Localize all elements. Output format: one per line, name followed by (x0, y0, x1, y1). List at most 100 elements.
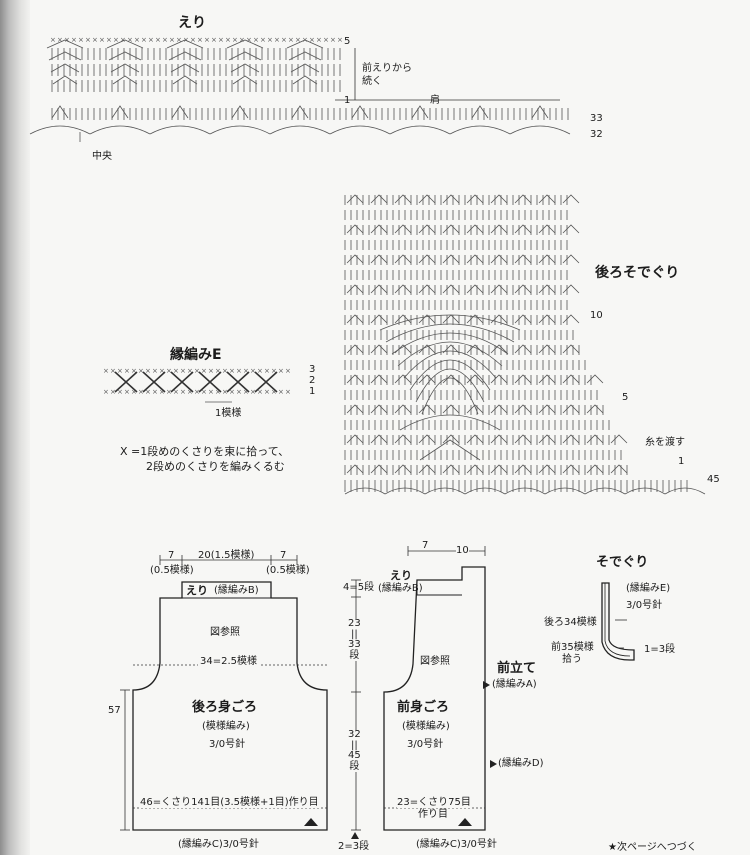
collar-center-label: 中央 (92, 151, 112, 162)
svg-text:×: × (103, 367, 109, 375)
front-band-title: 前立て (497, 661, 537, 676)
svg-text:×: × (131, 388, 137, 396)
svg-text:×: × (288, 36, 294, 44)
svg-text:×: × (232, 36, 238, 44)
front-dim-2-3: 2=3段 (338, 841, 370, 852)
svg-text:×: × (246, 36, 252, 44)
svg-text:×: × (159, 367, 165, 375)
svg-text:×: × (271, 367, 277, 375)
svg-text:×: × (239, 36, 245, 44)
svg-text:×: × (85, 36, 91, 44)
front-collar-band (416, 580, 462, 596)
svg-text:×: × (127, 36, 133, 44)
svg-text:×: × (148, 36, 154, 44)
svg-text:×: × (194, 388, 200, 396)
edging-e-pattern-label: 1模様 (215, 408, 242, 419)
back-width-34: 34=2.5模様 (198, 656, 260, 667)
svg-text:×: × (64, 36, 70, 44)
front-dim-4-5: 4=5段 (343, 582, 375, 593)
svg-text:×: × (78, 36, 84, 44)
svg-text:×: × (173, 367, 179, 375)
svg-text:×: × (309, 36, 315, 44)
edging-e-note-line2: 2段めのくさりを編みくるむ (146, 460, 285, 473)
svg-text:×: × (131, 367, 137, 375)
front-body-pattern: (模様編み) (402, 721, 450, 732)
back-dim-7-left: 7 (168, 550, 175, 561)
sleeve-edge-front-pick-1: 前35模様 (551, 642, 594, 653)
svg-text:×: × (281, 36, 287, 44)
collar-row-5-label: 5 (344, 36, 351, 47)
svg-text:×: × (103, 388, 109, 396)
svg-text:×: × (337, 36, 343, 44)
svg-text:×: × (162, 36, 168, 44)
svg-text:×: × (166, 388, 172, 396)
svg-text:×: × (173, 388, 179, 396)
edging-e-note-line1: X =1段めのくさりを束に拾って、 (120, 445, 290, 458)
svg-text:×: × (285, 388, 291, 396)
svg-text:×: × (257, 367, 263, 375)
svg-text:×: × (190, 36, 196, 44)
sleeve-row-5-label: 5 (622, 392, 629, 403)
edging-e-title: 縁編みE (170, 347, 222, 363)
svg-text:×: × (201, 367, 207, 375)
svg-text:×: × (208, 367, 214, 375)
back-collar-edging: (縁編みB) (214, 585, 259, 596)
front-dim-10: 10 (456, 545, 469, 556)
svg-text:×: × (250, 388, 256, 396)
svg-text:×: × (236, 388, 242, 396)
svg-text:×: × (197, 36, 203, 44)
next-page-note: ★次ページへつづく (608, 842, 697, 853)
svg-text:×: × (57, 36, 63, 44)
svg-text:×: × (295, 36, 301, 44)
back-dim-20: 20(1.5模様) (198, 550, 255, 561)
svg-text:×: × (92, 36, 98, 44)
svg-text:×: × (180, 367, 186, 375)
svg-text:×: × (201, 388, 207, 396)
front-body-needle: 3/0号針 (407, 739, 444, 750)
svg-text:×: × (253, 36, 259, 44)
svg-text:×: × (257, 388, 263, 396)
svg-text:×: × (180, 388, 186, 396)
svg-text:×: × (124, 367, 130, 375)
sleeve-row-10-label: 10 (590, 310, 603, 321)
sleeve-row-45-label: 45 (707, 474, 720, 485)
svg-text:×: × (243, 388, 249, 396)
svg-text:×: × (274, 36, 280, 44)
front-body-outline (383, 566, 486, 831)
svg-text:×: × (278, 388, 284, 396)
svg-text:×: × (176, 36, 182, 44)
svg-text:×: × (278, 367, 284, 375)
sleeve-edge-rows: 1=3段 (644, 644, 676, 655)
collar-row-1-label: 1 (344, 95, 351, 106)
svg-text:×: × (50, 36, 56, 44)
svg-text:×: × (222, 367, 228, 375)
svg-text:×: × (264, 367, 270, 375)
svg-text:×: × (225, 36, 231, 44)
back-dim-7-right-pattern: (0.5模様) (266, 565, 310, 576)
front-edging-d: (縁編みD) (498, 758, 544, 769)
sleeve-edging-outline (601, 582, 635, 661)
collar-row-33-label: 33 (590, 113, 603, 124)
collar-continue-label: 前えりから 続く (362, 63, 412, 87)
sleeve-edge-needle: 3/0号針 (626, 600, 663, 611)
svg-text:×: × (145, 388, 151, 396)
svg-text:×: × (250, 367, 256, 375)
svg-text:×: × (229, 388, 235, 396)
sleeve-edge-front-pick-2: 拾う (562, 654, 582, 665)
svg-text:×: × (110, 388, 116, 396)
svg-text:×: × (134, 36, 140, 44)
back-sleeve-stitch-grid (344, 194, 706, 495)
back-dim-7-right: 7 (280, 550, 287, 561)
svg-text:×: × (316, 36, 322, 44)
collar-shoulder-label: 肩 (430, 95, 440, 106)
front-body-title: 前身ごろ (397, 700, 450, 715)
svg-text:×: × (236, 367, 242, 375)
svg-text:×: × (155, 36, 161, 44)
svg-text:×: × (215, 367, 221, 375)
back-hem-label: (縁編みC)3/0号針 (178, 839, 259, 850)
back-height-57: 57 (108, 705, 121, 716)
front-hem-label: (縁編みC)3/0号針 (416, 839, 497, 850)
svg-text:×: × (152, 367, 158, 375)
